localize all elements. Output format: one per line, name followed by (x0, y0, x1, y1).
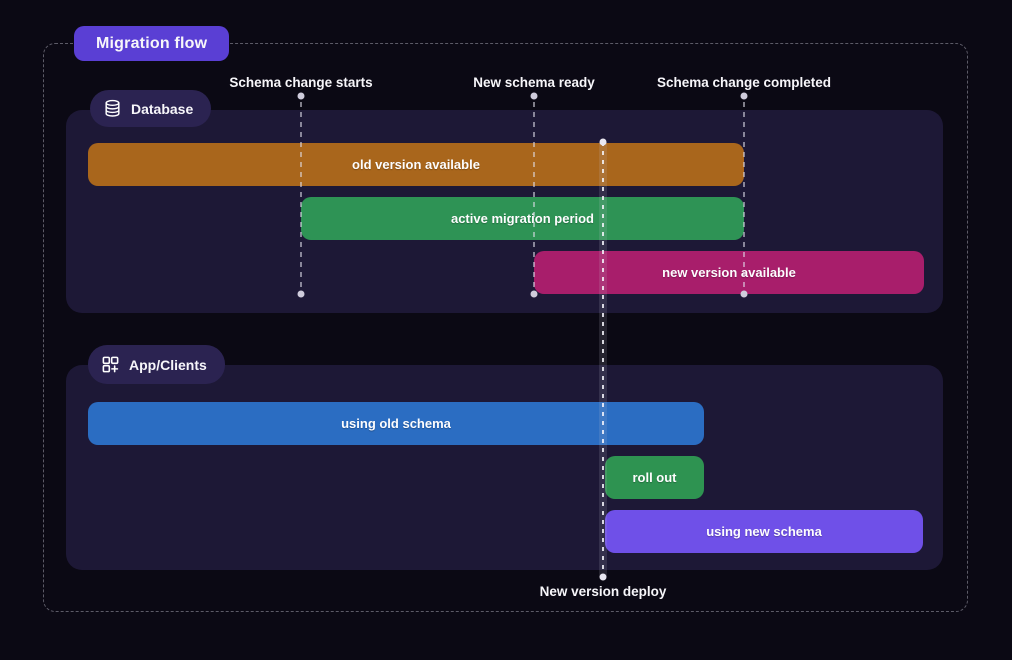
active-migration-period-bar: active migration period (301, 197, 744, 240)
new-schema-ready-dot-top (530, 92, 538, 100)
old-version-available-bar: old version available (88, 143, 744, 186)
new-schema-ready-label: New schema ready (473, 75, 595, 90)
roll-out-bar: roll out (605, 456, 704, 499)
new-schema-ready-dot-bottom (530, 290, 538, 298)
schema-change-starts-dot-top (297, 92, 305, 100)
new-version-deploy-label: New version deploy (539, 584, 667, 599)
schema-change-completed-label: Schema change completed (656, 75, 832, 90)
schema-change-starts-line (300, 102, 302, 290)
app-clients-badge-label: App/Clients (129, 356, 207, 373)
using-old-schema-bar: using old schema (88, 402, 704, 445)
database-badge-label: Database (131, 100, 194, 117)
schema-change-completed-line (743, 102, 745, 290)
schema-change-starts-dot-bottom (297, 290, 305, 298)
new-schema-ready-line (533, 102, 535, 290)
new-version-deploy-dot-bottom (599, 573, 607, 581)
new-version-available-bar: new version available (534, 251, 924, 294)
diagram-title-badge: Migration flow (74, 26, 230, 61)
new-version-deploy-line (602, 142, 604, 577)
schema-change-completed-dot-bottom (740, 290, 748, 298)
database-icon (103, 99, 122, 118)
schema-change-starts-label: Schema change starts (229, 75, 373, 90)
database-badge: Database (90, 90, 212, 127)
schema-change-completed-dot-top (740, 92, 748, 100)
diagram-dashed-border (43, 43, 968, 612)
new-version-deploy-dot-top (599, 138, 607, 146)
apps-plus-icon (101, 355, 120, 374)
app-clients-badge: App/Clients (88, 345, 225, 384)
using-new-schema-bar: using new schema (605, 510, 923, 553)
diagram-title: Migration flow (96, 34, 208, 52)
